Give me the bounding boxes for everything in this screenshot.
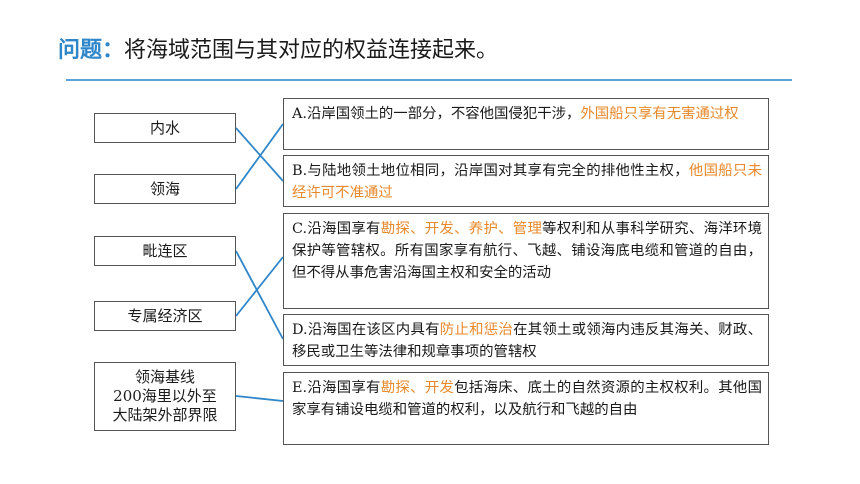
right-box-c: C.沿海国享有勘探、开发、养护、管理等权利和从事科学研究、海洋环境保护等管辖权。…	[283, 213, 769, 309]
right-text-c: C.沿海国享有	[292, 221, 381, 237]
right-highlight-b: 他国船只未经许可不准通过	[292, 163, 762, 201]
title-divider	[66, 79, 792, 81]
zone-box-pilianqu: 毗连区	[94, 236, 236, 266]
right-box-d: D.沿海国在该区内具有防止和惩治在其领土或领海内违反其海关、财政、移民或卫生等法…	[283, 314, 769, 366]
connector-linghai-a	[235, 123, 284, 190]
zone-label-line: 大陆架外部界限	[112, 406, 218, 424]
zone-label: 领海	[149, 179, 180, 198]
connector-zhuanshu-c	[235, 256, 284, 317]
connector-pilianqu-d	[235, 250, 284, 340]
right-highlight-e: 勘探、开发	[380, 380, 455, 396]
zone-label: 内水	[149, 118, 180, 137]
right-box-b: B.与陆地领土地位相同，沿岸国对其享有完全的排他性主权，他国船只未经许可不准通过	[283, 155, 769, 207]
zone-label: 专属经济区	[127, 306, 203, 325]
zone-box-zhuanshu: 专属经济区	[94, 301, 236, 331]
zone-box-dalujia: 领海基线 200海里以外至 大陆架外部界限	[94, 362, 236, 431]
zone-label-line: 领海基线	[134, 368, 195, 386]
question-label: 问题	[58, 38, 103, 63]
zone-box-neishui: 内水	[94, 113, 236, 143]
right-text-e-rest: 包括海床、底土的自然资源的主权权利。其他国家享有铺设电缆和管道的权利，以及航行和…	[292, 380, 762, 418]
right-text-b: B.与陆地领土地位相同，沿岸国对其享有完全的排他性主权，	[292, 163, 689, 179]
right-text-a: A.沿岸国领土的一部分，不容他国侵犯干涉，	[292, 106, 581, 122]
right-box-e: E.沿海国享有勘探、开发包括海床、底土的自然资源的主权权利。其他国家享有铺设电缆…	[283, 372, 769, 445]
right-highlight-a: 外国船只享有无害通过权	[580, 106, 739, 122]
question-heading: 问题：将海域范围与其对应的权益连接起来。	[58, 36, 498, 66]
question-text: 将海域范围与其对应的权益连接起来。	[124, 38, 499, 63]
zone-box-linghai: 领海	[94, 174, 236, 204]
question-separator: ：	[102, 38, 125, 63]
right-text-e: E.沿海国享有	[292, 380, 381, 396]
right-highlight-d: 防止和惩治	[439, 322, 514, 338]
right-text-d: D.沿海国在该区内具有	[292, 322, 440, 338]
right-text-d-rest: 在其领土或领海内违反其海关、财政、移民或卫生等法律和规章事项的管辖权	[292, 322, 762, 360]
right-highlight-c: 勘探、开发、养护、管理	[380, 221, 543, 237]
right-box-a: A.沿岸国领土的一部分，不容他国侵犯干涉，外国船只享有无害通过权	[283, 98, 769, 150]
zone-label-line: 200海里以外至	[113, 387, 217, 405]
right-text-c-rest: 等权利和从事科学研究、海洋环境保护等管辖权。所有国家享有航行、飞越、铺设海底电缆…	[292, 221, 762, 281]
connector-dalujia-e	[235, 395, 284, 402]
zone-label: 毗连区	[142, 241, 188, 260]
connector-neishui-b	[235, 127, 284, 182]
